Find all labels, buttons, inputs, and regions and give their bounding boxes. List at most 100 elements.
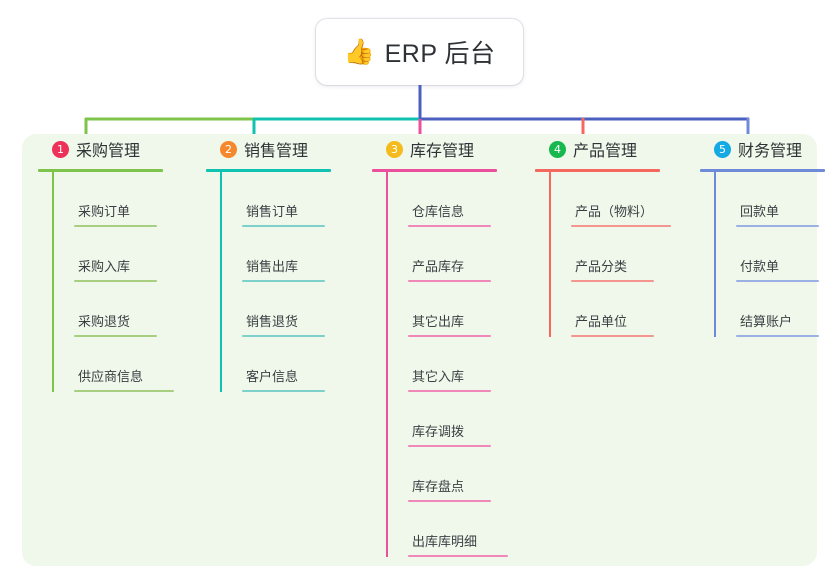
leaf-underline: [408, 555, 508, 557]
leaf-label: 销售出库: [246, 259, 299, 274]
leaf-underline: [242, 280, 325, 282]
root-node-title: ERP 后台: [384, 40, 496, 68]
column-3: 3 库存管理仓库信息产品库存其它出库其它入库库存调拨库存盘点出库库明细: [372, 134, 508, 557]
leaf-item[interactable]: 付款单: [714, 227, 825, 282]
leaf-item[interactable]: 客户信息: [220, 337, 331, 392]
leaf-label: 客户信息: [246, 369, 299, 384]
leaf-label: 产品库存: [412, 259, 465, 274]
column-title-2: 销售管理: [244, 143, 309, 160]
leaf-label: 销售退货: [246, 314, 299, 329]
column-body-5: 回款单付款单结算账户: [700, 172, 825, 337]
leaf-item[interactable]: 销售订单: [220, 172, 331, 227]
column-spine-1: [52, 172, 54, 392]
column-title-3: 库存管理: [410, 143, 475, 160]
leaf-underline: [74, 335, 157, 337]
leaf-underline: [408, 280, 491, 282]
column-body-3: 仓库信息产品库存其它出库其它入库库存调拨库存盘点出库库明细: [372, 172, 508, 557]
leaf-item[interactable]: 采购入库: [52, 227, 174, 282]
leaf-item[interactable]: 采购退货: [52, 282, 174, 337]
column-badge-2: 2: [220, 140, 237, 158]
leaf-label: 仓库信息: [412, 204, 465, 219]
leaf-underline: [571, 280, 654, 282]
leaf-item[interactable]: 结算账户: [714, 282, 825, 337]
root-node[interactable]: 👍 ERP 后台: [316, 19, 523, 85]
leaf-underline: [242, 390, 325, 392]
leaf-label: 产品分类: [575, 259, 628, 274]
thumbs-up-icon: 👍: [343, 37, 375, 66]
leaf-item[interactable]: 其它入库: [386, 337, 508, 392]
leaf-underline: [736, 225, 819, 227]
leaf-item[interactable]: 产品（物料）: [549, 172, 671, 227]
column-spine-3: [386, 172, 388, 557]
leaf-label: 结算账户: [740, 314, 793, 329]
column-underline-5: [700, 169, 825, 172]
column-underline-3: [372, 169, 497, 172]
leaf-item[interactable]: 产品库存: [386, 227, 508, 282]
leaf-underline: [242, 225, 325, 227]
column-spine-2: [220, 172, 222, 392]
leaf-underline: [408, 390, 491, 392]
leaf-label: 采购退货: [78, 314, 131, 329]
column-body-2: 销售订单销售出库销售退货客户信息: [206, 172, 331, 392]
leaf-underline: [408, 335, 491, 337]
column-underline-2: [206, 169, 331, 172]
leaf-item[interactable]: 销售退货: [220, 282, 331, 337]
leaf-underline: [74, 390, 174, 392]
column-spine-4: [549, 172, 551, 337]
leaf-label: 采购订单: [78, 204, 131, 219]
leaf-item[interactable]: 产品分类: [549, 227, 671, 282]
leaf-label: 回款单: [740, 204, 780, 219]
leaf-item[interactable]: 仓库信息: [386, 172, 508, 227]
leaf-underline: [736, 280, 819, 282]
column-container: 1 采购管理采购订单采购入库采购退货供应商信息 2 销售管理销售订单销售出库销售退货客…: [0, 134, 839, 574]
leaf-item[interactable]: 供应商信息: [52, 337, 174, 392]
leaf-underline: [408, 445, 491, 447]
leaf-item[interactable]: 销售出库: [220, 227, 331, 282]
column-badge-1: 1: [52, 140, 69, 158]
leaf-underline: [74, 225, 157, 227]
leaf-item[interactable]: 其它出库: [386, 282, 508, 337]
leaf-item[interactable]: 回款单: [714, 172, 825, 227]
column-title-5: 财务管理: [738, 143, 803, 160]
leaf-underline: [408, 225, 491, 227]
leaf-label: 付款单: [740, 259, 780, 274]
leaf-label: 供应商信息: [78, 369, 144, 384]
leaf-label: 出库库明细: [412, 534, 478, 549]
leaf-label: 其它出库: [412, 314, 465, 329]
column-header-3[interactable]: 3 库存管理: [372, 134, 508, 164]
column-underline-1: [38, 169, 163, 172]
leaf-underline: [571, 335, 654, 337]
column-badge-3: 3: [386, 140, 403, 158]
column-badge-4: 4: [549, 140, 566, 158]
leaf-item[interactable]: 库存调拨: [386, 392, 508, 447]
leaf-label: 产品（物料）: [575, 204, 654, 219]
leaf-item[interactable]: 库存盘点: [386, 447, 508, 502]
leaf-item[interactable]: 出库库明细: [386, 502, 508, 557]
column-2: 2 销售管理销售订单销售出库销售退货客户信息: [206, 134, 331, 392]
leaf-underline: [242, 335, 325, 337]
leaf-label: 产品单位: [575, 314, 628, 329]
leaf-underline: [736, 335, 819, 337]
column-header-1[interactable]: 1 采购管理: [38, 134, 174, 164]
column-1: 1 采购管理采购订单采购入库采购退货供应商信息: [38, 134, 174, 392]
leaf-label: 采购入库: [78, 259, 131, 274]
leaf-label: 销售订单: [246, 204, 299, 219]
leaf-label: 其它入库: [412, 369, 465, 384]
leaf-underline: [408, 500, 491, 502]
leaf-label: 库存调拨: [412, 424, 465, 439]
column-body-4: 产品（物料） 产品分类产品单位: [535, 172, 671, 337]
column-spine-5: [714, 172, 716, 337]
leaf-underline: [571, 225, 671, 227]
diagram-panel: [22, 134, 817, 566]
column-header-2[interactable]: 2 销售管理: [206, 134, 331, 164]
leaf-label: 库存盘点: [412, 479, 465, 494]
column-underline-4: [535, 169, 660, 172]
leaf-item[interactable]: 产品单位: [549, 282, 671, 337]
column-title-1: 采购管理: [76, 143, 141, 160]
leaf-item[interactable]: 采购订单: [52, 172, 174, 227]
